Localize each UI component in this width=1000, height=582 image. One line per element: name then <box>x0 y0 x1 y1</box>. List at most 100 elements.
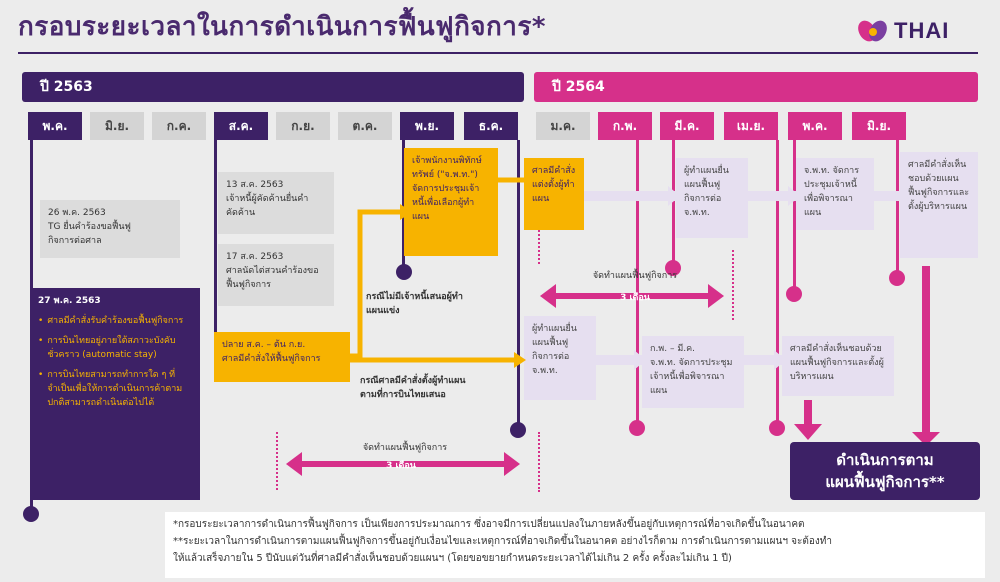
lavender-arrowhead <box>774 350 786 370</box>
footnote-panel: *กรอบระยะเวลาการดำเนินการฟื้นฟูกิจการ เป… <box>165 512 985 578</box>
timeline-line <box>636 140 639 425</box>
year-bar-2563: ปี 2563 <box>22 72 524 102</box>
month-mar-2564: มี.ค. <box>660 112 714 140</box>
month-jul-2563: ก.ค. <box>152 112 206 140</box>
down-arrowhead <box>794 424 822 440</box>
duration-value: 3 เดือน <box>620 293 650 303</box>
event-text: 17 ส.ค. 2563 ศาลนัดไต่สวนคำร้องขอฟื้นฟูก… <box>226 252 319 290</box>
timeline-dot <box>889 270 905 286</box>
bullet-icon: • <box>38 316 44 326</box>
month-aug-2563: ส.ค. <box>214 112 268 140</box>
event-box-plan-meeting-1: จ.พ.ท. จัดการประชุมเจ้าหนี้เพื่อพิจารณาแ… <box>796 158 874 230</box>
thai-logo: THAI <box>858 14 978 48</box>
duration-arrowhead <box>504 452 520 476</box>
event-text: จ.พ.ท. จัดการประชุมเจ้าหนี้เพื่อพิจารณาแ… <box>804 166 860 218</box>
duration-arrowhead <box>708 284 724 308</box>
footnote-line: *กรอบระยะเวลาการดำเนินการฟื้นฟูกิจการ เป… <box>173 519 805 530</box>
event-text: เจ้าพนักงานพิทักษ์ทรัพย์ ("จ.พ.ท.") จัดก… <box>412 156 482 222</box>
event-text: ศาลมีคำสั่งเห็นชอบด้วยแผนฟื้นฟูกิจการและ… <box>790 344 884 382</box>
dotted-marker <box>538 230 540 264</box>
final-outcome-text: ดำเนินการตาม แผนฟื้นฟูกิจการ** <box>825 451 945 491</box>
timeline-line <box>402 140 405 270</box>
final-outcome-box: ดำเนินการตาม แผนฟื้นฟูกิจการ** <box>790 442 980 500</box>
logo-text: THAI <box>894 18 950 43</box>
bullet-icon: • <box>38 370 44 380</box>
month-may-2564: พ.ค. <box>788 112 842 140</box>
timeline-dot <box>23 506 39 522</box>
event-item: ศาลมีคำสั่งรับคำร้องขอฟื้นฟูกิจการ <box>47 316 184 326</box>
case-label-no-competitor: กรณีไม่มีเจ้าหนี้เสนอผู้ทำแผนแข่ง <box>366 292 463 316</box>
footnote-line: **ระยะเวลาในการดำเนินการตามแผนฟื้นฟูกิจก… <box>173 536 832 547</box>
event-text: ผู้ทำแผนยื่นแผนฟื้นฟูกิจการต่อ จ.พ.ท. <box>532 324 577 376</box>
event-text: ศาลมีคำสั่งเห็นชอบด้วยแผนฟื้นฟูกิจการและ… <box>908 160 970 212</box>
month-apr-2564: เม.ย. <box>724 112 778 140</box>
lavender-arrowhead <box>634 350 646 370</box>
event-item: การบินไทยสามารถทำการใด ๆ ที่จำเป็นเพื่อใ… <box>47 370 183 408</box>
dotted-marker <box>538 432 540 492</box>
lavender-arrowhead <box>668 186 680 206</box>
event-box-filing: 26 พ.ค. 2563 TG ยื่นคำร้องขอฟื้นฟู กิจกา… <box>40 200 180 258</box>
footnote-line: ให้แล้วเสร็จภายใน 5 ปีนับแต่วันที่ศาลมีค… <box>173 553 732 564</box>
orchid-icon <box>858 20 887 42</box>
year-bar-2564: ปี 2564 <box>534 72 978 102</box>
event-box-court-approve-1: ศาลมีคำสั่งเห็นชอบด้วยแผนฟื้นฟูกิจการและ… <box>900 152 978 258</box>
month-dec-2563: ธ.ค. <box>464 112 518 140</box>
event-item: การบินไทยอยู่ภายใต้สภาวะบังคับชั่วคราว (… <box>47 336 176 360</box>
event-box-plan-submit-2: ผู้ทำแผนยื่นแผนฟื้นฟูกิจการต่อ จ.พ.ท. <box>524 316 596 400</box>
duration-value: 3 เดือน <box>386 461 416 471</box>
event-date: 27 พ.ค. 2563 <box>38 296 101 306</box>
timeline-line <box>214 140 217 352</box>
event-text: 26 พ.ค. 2563 TG ยื่นคำร้องขอฟื้นฟู กิจกา… <box>48 208 131 246</box>
yellow-arrowhead <box>514 352 526 368</box>
duration-arrowhead <box>540 284 556 308</box>
month-nov-2563: พ.ย. <box>400 112 454 140</box>
page-title: กรอบระยะเวลาในการดำเนินการฟื้นฟูกิจการ* <box>18 12 546 42</box>
event-text: 13 ส.ค. 2563 เจ้าหนี้ผู้คัดค้านยื่นคำคัด… <box>226 180 309 218</box>
event-text: ก.พ. – มี.ค. จ.พ.ท. จัดการประชุมเจ้าหนี้… <box>650 344 733 396</box>
event-box-court-approve-2: ศาลมีคำสั่งเห็นชอบด้วยแผนฟื้นฟูกิจการและ… <box>782 336 894 396</box>
month-may-2563: พ.ค. <box>28 112 82 140</box>
timeline-dot <box>769 420 785 436</box>
timeline-dot <box>396 264 412 280</box>
duration-label: จัดทำแผนฟื้นฟูกิจการ <box>592 271 678 281</box>
event-box-hearing: 17 ส.ค. 2563 ศาลนัดไต่สวนคำร้องขอฟื้นฟูก… <box>218 244 334 306</box>
timeline-line <box>776 140 779 428</box>
event-text: ผู้ทำแผนยื่นแผนฟื้นฟูกิจการต่อ จ.พ.ท. <box>684 166 729 218</box>
month-jun-2564: มิ.ย. <box>852 112 906 140</box>
dotted-marker <box>732 250 734 320</box>
timeline-dot <box>629 420 645 436</box>
down-arrow-shaft <box>922 266 930 434</box>
month-jan-2564: ม.ค. <box>536 112 590 140</box>
timeline-dot <box>786 286 802 302</box>
event-box-court-accept: 27 พ.ค. 2563 •ศาลมีคำสั่งรับคำร้องขอฟื้น… <box>30 288 200 500</box>
event-box-creditor-meeting: เจ้าพนักงานพิทักษ์ทรัพย์ ("จ.พ.ท.") จัดก… <box>404 148 498 256</box>
month-feb-2564: ก.พ. <box>598 112 652 140</box>
lavender-arrowhead <box>788 186 800 206</box>
timeline-line <box>672 140 675 266</box>
timeline-line <box>517 140 520 430</box>
event-box-plan-submit-1: ผู้ทำแผนยื่นแผนฟื้นฟูกิจการต่อ จ.พ.ท. <box>676 158 748 238</box>
duration-label: จัดทำแผนฟื้นฟูกิจการ <box>362 443 448 453</box>
duration-arrowhead <box>286 452 302 476</box>
timeline-dot <box>665 260 681 276</box>
event-text: ศาลมีคำสั่งแต่งตั้งผู้ทำแผน <box>532 166 576 204</box>
event-box-plan-meeting-2: ก.พ. – มี.ค. จ.พ.ท. จัดการประชุมเจ้าหนี้… <box>642 336 744 408</box>
month-sep-2563: ก.ย. <box>276 112 330 140</box>
event-box-planner-appointed: ศาลมีคำสั่งแต่งตั้งผู้ทำแผน <box>524 158 584 230</box>
event-box-objection: 13 ส.ค. 2563 เจ้าหนี้ผู้คัดค้านยื่นคำคัด… <box>218 172 334 234</box>
timeline-dot <box>510 422 526 438</box>
down-arrow-shaft <box>804 400 812 426</box>
event-text: ปลาย ส.ค. – ต้น ก.ย. ศาลมีคำสั่งให้ฟื้นฟ… <box>222 340 321 364</box>
dotted-marker <box>276 432 278 490</box>
title-underline <box>18 52 978 54</box>
down-arrowhead <box>912 432 940 446</box>
case-label-tg-proposal: กรณีศาลมีคำสั่งตั้งผู้ทำแผนตามที่การบินไ… <box>360 376 466 400</box>
month-jun-2563: มิ.ย. <box>90 112 144 140</box>
event-box-court-order: ปลาย ส.ค. – ต้น ก.ย. ศาลมีคำสั่งให้ฟื้นฟ… <box>214 332 350 382</box>
timeline-line <box>896 140 899 274</box>
yellow-arrow <box>350 209 404 359</box>
timeline-line <box>793 140 796 292</box>
bullet-icon: • <box>38 336 44 346</box>
yellow-arrowhead <box>400 204 412 220</box>
